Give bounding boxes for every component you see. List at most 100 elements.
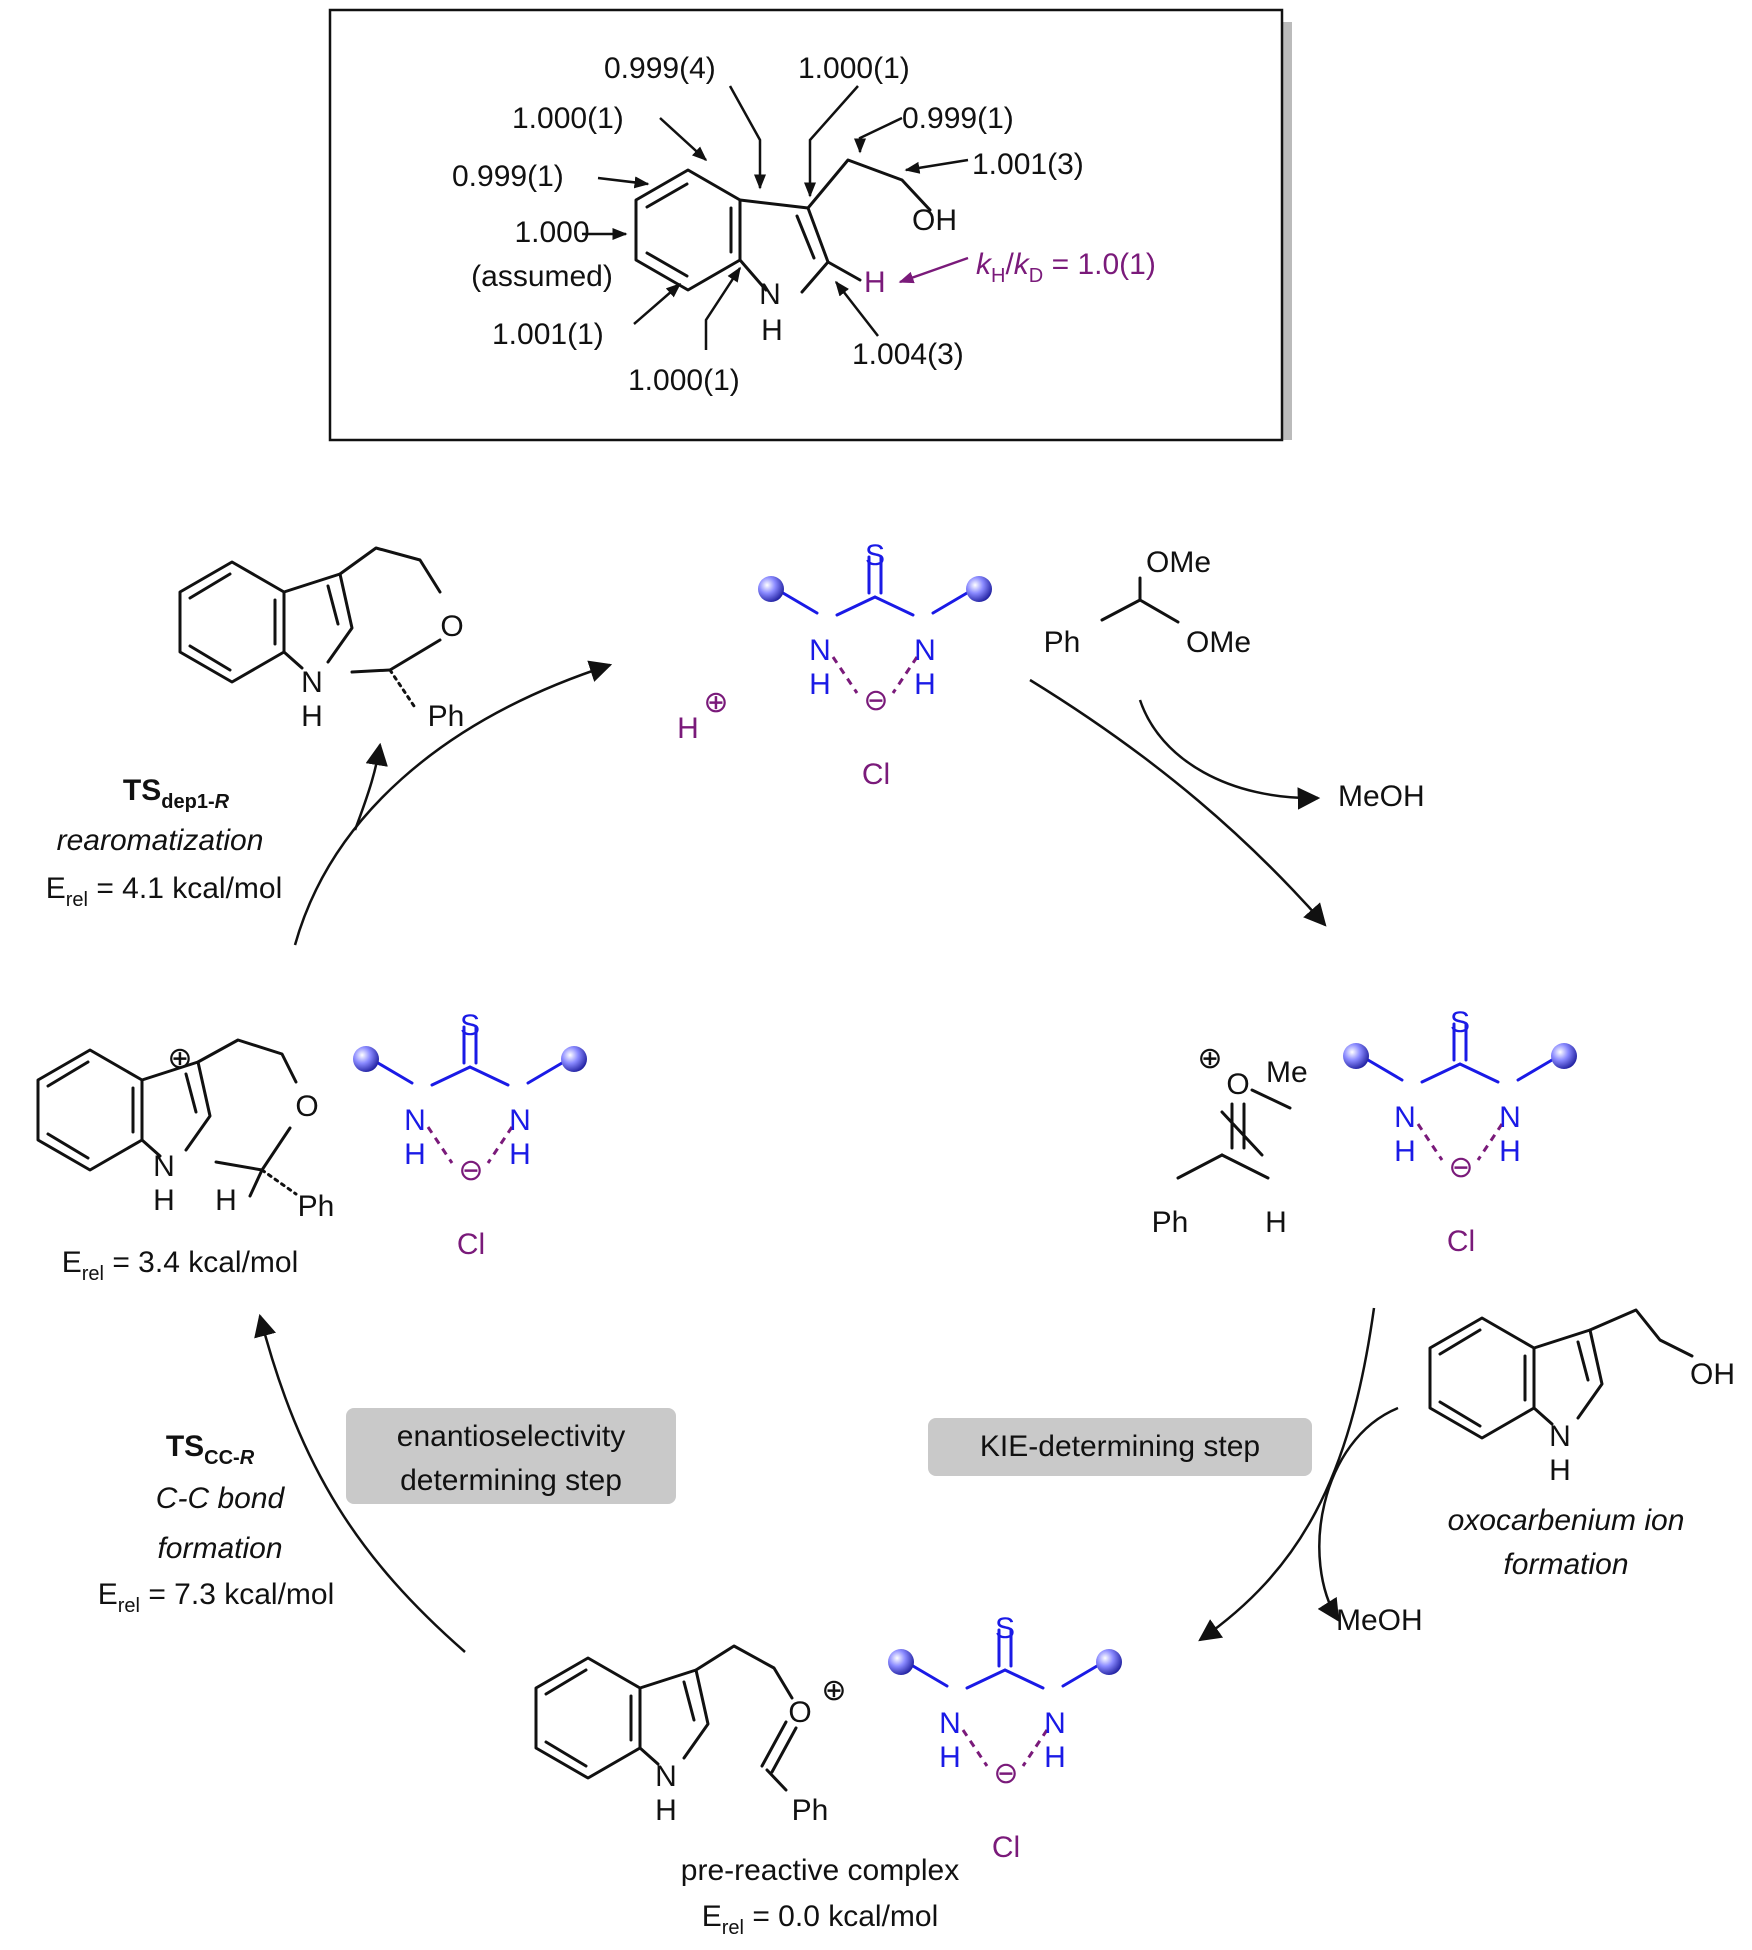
prereactive-nh-h: H <box>655 1794 677 1827</box>
tryptophol-kie-structure <box>634 158 932 294</box>
pre-reactive-label: pre-reactive complex <box>681 1854 959 1887</box>
thiourea-h-left: H <box>1394 1135 1416 1168</box>
kie-c4-value: 1.000(1) <box>512 102 624 135</box>
chloride-charge: ⊖ <box>863 684 888 717</box>
ts-dep-title: TSdep1-R <box>123 774 230 813</box>
ts-dep-label: TSdep1-R rearomatization Erel = 4.1 kcal… <box>46 774 283 911</box>
kie-c5-value: 0.999(1) <box>452 160 564 193</box>
meoh-byproduct-top: MeOH <box>1338 780 1425 813</box>
product-ph: Ph <box>428 700 465 733</box>
proton: H <box>677 712 699 745</box>
chloride: Cl <box>992 1831 1020 1864</box>
ts-cc-desc-line1: C-C bond <box>156 1482 286 1515</box>
kie-c2-value: 0.999(4) <box>604 52 716 85</box>
chloride-charge: ⊖ <box>993 1757 1018 1790</box>
oxocarbenium-step-line1: oxocarbenium ion <box>1448 1504 1685 1537</box>
thiourea-h-left: H <box>404 1138 426 1171</box>
thiourea-n-left: N <box>939 1707 961 1740</box>
oxocarbenium-ph: Ph <box>1152 1206 1189 1239</box>
arrow-regeneration <box>293 660 613 946</box>
acetal-ome-top: OMe <box>1146 546 1211 579</box>
thiourea-h-left: H <box>809 668 831 701</box>
ts-cc-label: TSCC-R C-C bond formation Erel = 7.3 kca… <box>98 1430 335 1617</box>
thiourea-h-right: H <box>509 1138 531 1171</box>
prereactive-charge: ⊕ <box>821 1674 846 1707</box>
kie-step-chip: KIE-determining step <box>928 1418 1312 1476</box>
oxocarbenium-complex: O ⊕ Me Ph H S N N H H ⊖ Cl <box>1152 1006 1579 1258</box>
kie-h2-value: 1.004(3) <box>852 338 964 371</box>
ts-dep-desc: rearomatization <box>57 824 264 857</box>
thiourea-n-right: N <box>914 634 936 667</box>
intermediate-energy: Erel = 3.4 kcal/mol <box>62 1246 299 1285</box>
kie-nh-n: N <box>759 278 781 311</box>
prereactive-n: N <box>655 1760 677 1793</box>
ts-cc-energy: Erel = 7.3 kcal/mol <box>98 1578 335 1617</box>
thiourea-n-right: N <box>1499 1101 1521 1134</box>
intermediate-ph: Ph <box>298 1190 335 1223</box>
thiourea-h-right: H <box>1499 1135 1521 1168</box>
kie-nh-h: H <box>761 314 783 347</box>
kie-oh-label: OH <box>912 204 957 237</box>
prereactive-o: O <box>788 1696 811 1729</box>
enantio-step-line1: enantioselectivity <box>397 1420 625 1453</box>
oxocarbenium-h: H <box>1265 1206 1287 1239</box>
thiourea-n-left: N <box>809 634 831 667</box>
kie-c6-note: (assumed) <box>471 260 613 293</box>
arrow-cc-formation <box>254 1313 466 1653</box>
thiourea-n-right: N <box>1044 1707 1066 1740</box>
intermediate-n: N <box>153 1150 175 1183</box>
thiourea-n-right: N <box>509 1104 531 1137</box>
chloride: Cl <box>1447 1225 1475 1258</box>
meoh-byproduct-bottom: MeOH <box>1336 1604 1423 1637</box>
product-structure: O N H Ph <box>178 546 465 733</box>
ts-cc-title: TSCC-R <box>166 1430 255 1469</box>
chloride-charge: ⊖ <box>458 1154 483 1187</box>
kie-ratio: kH/kD = 1.0(1) <box>976 248 1156 287</box>
acetal-ome-right: OMe <box>1186 626 1251 659</box>
kie-h-label: H <box>864 266 886 299</box>
thiourea-h-right: H <box>914 668 936 701</box>
kie-ch2-value: 0.999(1) <box>902 102 1014 135</box>
kie-ch2oh-value: 1.001(3) <box>972 148 1084 181</box>
enantio-step-chip: enantioselectivity determining step <box>346 1408 676 1504</box>
prereactive-ph: Ph <box>792 1794 829 1827</box>
oxocarbenium-step-line2: formation <box>1503 1548 1628 1581</box>
enantio-step-line2: determining step <box>400 1464 622 1497</box>
acetal-ph: Ph <box>1044 626 1081 659</box>
thiourea-sulfur: S <box>865 539 885 572</box>
pre-reactive-energy: Erel = 0.0 kcal/mol <box>702 1900 939 1939</box>
tryptophol-structure: OH N H <box>1428 1308 1735 1487</box>
arrow-oxocarbenium-to-complex <box>1198 1307 1376 1642</box>
arrow-acetal-activation <box>1029 678 1327 927</box>
kie-c6-value: 1.000 <box>514 216 589 249</box>
intermediate-charge: ⊕ <box>167 1042 192 1075</box>
tryptophol-h: H <box>1549 1454 1571 1487</box>
cycle-arrows <box>254 660 1399 1653</box>
thiourea-sulfur: S <box>995 1612 1015 1645</box>
kie-step-label: KIE-determining step <box>980 1430 1260 1463</box>
acetal-structure: OMe Ph OMe <box>1044 546 1251 659</box>
cationic-intermediate: O ⊕ N H H Ph S N N H H ⊖ Cl <box>36 1009 589 1261</box>
intermediate-o: O <box>295 1090 318 1123</box>
arrow-tryptophol-in <box>1317 1406 1399 1622</box>
ts-dep-energy: Erel = 4.1 kcal/mol <box>46 872 283 911</box>
intermediate-h: H <box>215 1184 237 1217</box>
kie-panel: N H OH H 0.999(4) 1.000(1) 0.999(1) 1.00… <box>328 8 1292 442</box>
thiourea-n-left: N <box>1394 1101 1416 1134</box>
oxocarbenium-o: O <box>1226 1068 1249 1101</box>
thiourea-h-right: H <box>1044 1741 1066 1774</box>
chloride: Cl <box>862 758 890 791</box>
kie-c3-value: 1.000(1) <box>798 52 910 85</box>
product-nh-h: H <box>301 700 323 733</box>
chloride-charge: ⊖ <box>1448 1151 1473 1184</box>
proton-charge: ⊕ <box>703 686 728 719</box>
top-catalyst-complex: S N N H H ⊖ Cl H ⊕ <box>677 539 994 791</box>
ts-cc-desc-line2: formation <box>157 1532 282 1565</box>
kie-c7-value: 1.001(1) <box>492 318 604 351</box>
chloride: Cl <box>457 1228 485 1261</box>
pre-reactive-complex: O ⊕ Ph N H S N N H H ⊖ Cl <box>534 1612 1124 1864</box>
oxocarbenium-me: Me <box>1266 1056 1308 1089</box>
intermediate-nh-h: H <box>153 1184 175 1217</box>
product-n: N <box>301 666 323 699</box>
